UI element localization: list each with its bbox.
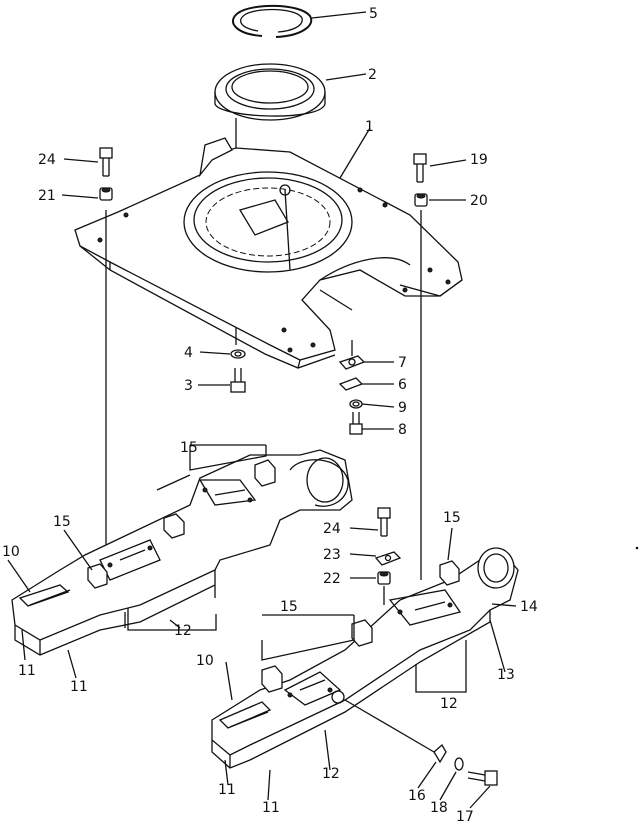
label-part-11-d: 11 bbox=[262, 800, 280, 816]
part-5-snap-ring bbox=[232, 4, 313, 38]
part-17-bolt bbox=[467, 770, 498, 786]
label-part-14: 14 bbox=[520, 599, 538, 615]
guide-line-cap bbox=[344, 699, 435, 753]
part-24-bolt-upper bbox=[99, 147, 113, 177]
part-21-collar bbox=[99, 187, 113, 201]
part-16-cap bbox=[433, 743, 447, 764]
part-22-collar bbox=[377, 571, 391, 585]
part-9-washer bbox=[349, 399, 363, 409]
part-6-gasket bbox=[338, 377, 364, 391]
part-20-collar bbox=[414, 193, 428, 207]
label-part-22: 22 bbox=[323, 571, 341, 587]
label-part-24-upper: 24 bbox=[38, 152, 56, 168]
label-part-21: 21 bbox=[38, 188, 56, 204]
label-part-10-left: 10 bbox=[2, 544, 20, 560]
label-part-23: 23 bbox=[323, 547, 341, 563]
leader-lines bbox=[7, 11, 517, 809]
label-part-4: 4 bbox=[184, 345, 193, 361]
part-23-plate bbox=[374, 551, 402, 566]
label-part-15-left: 15 bbox=[53, 514, 71, 530]
label-part-7: 7 bbox=[398, 355, 407, 371]
part-track-frame-left bbox=[11, 449, 353, 656]
label-part-11-a: 11 bbox=[18, 663, 36, 679]
label-part-15-mid: 15 bbox=[280, 599, 298, 615]
label-part-19: 19 bbox=[470, 152, 488, 168]
label-part-9: 9 bbox=[398, 400, 407, 416]
label-part-15-top: 15 bbox=[180, 440, 198, 456]
part-2-bearing-ring bbox=[214, 63, 326, 121]
label-part-11-b: 11 bbox=[70, 679, 88, 695]
part-track-frame-right bbox=[211, 547, 519, 769]
label-part-10-right: 10 bbox=[196, 653, 214, 669]
label-part-12-c: 12 bbox=[322, 766, 340, 782]
part-18-washer bbox=[454, 757, 464, 771]
label-part-6: 6 bbox=[398, 377, 407, 393]
part-24-bolt-lower bbox=[377, 507, 391, 537]
part-8-bolt bbox=[349, 412, 363, 435]
part-1-upper-frame bbox=[74, 137, 463, 369]
label-part-1: 1 bbox=[365, 119, 374, 135]
label-part-12-b: 12 bbox=[440, 696, 458, 712]
label-part-11-c: 11 bbox=[218, 782, 236, 798]
label-part-18: 18 bbox=[430, 800, 448, 816]
label-part-24-lower: 24 bbox=[323, 521, 341, 537]
guide-line-turntable bbox=[284, 189, 291, 271]
callout-labels: 5 2 1 24 19 21 20 4 3 7 6 9 8 15 15 15 1… bbox=[2, 6, 538, 824]
stray-dot bbox=[635, 546, 639, 550]
label-part-17: 17 bbox=[456, 809, 474, 824]
label-part-15-right: 15 bbox=[443, 510, 461, 526]
part-7-cover-plate bbox=[338, 355, 366, 370]
label-part-20: 20 bbox=[470, 193, 488, 209]
label-part-3: 3 bbox=[184, 378, 193, 394]
label-part-12-a: 12 bbox=[174, 623, 192, 639]
label-part-2: 2 bbox=[368, 67, 377, 83]
part-4-washer bbox=[230, 349, 246, 359]
part-3-bolt bbox=[230, 368, 246, 393]
part-19-bolt bbox=[413, 153, 427, 183]
label-part-13: 13 bbox=[497, 667, 515, 683]
label-part-5: 5 bbox=[369, 6, 378, 22]
guide-line-cover-2 bbox=[319, 289, 353, 311]
label-part-16: 16 bbox=[408, 788, 426, 804]
label-part-8: 8 bbox=[398, 422, 407, 438]
